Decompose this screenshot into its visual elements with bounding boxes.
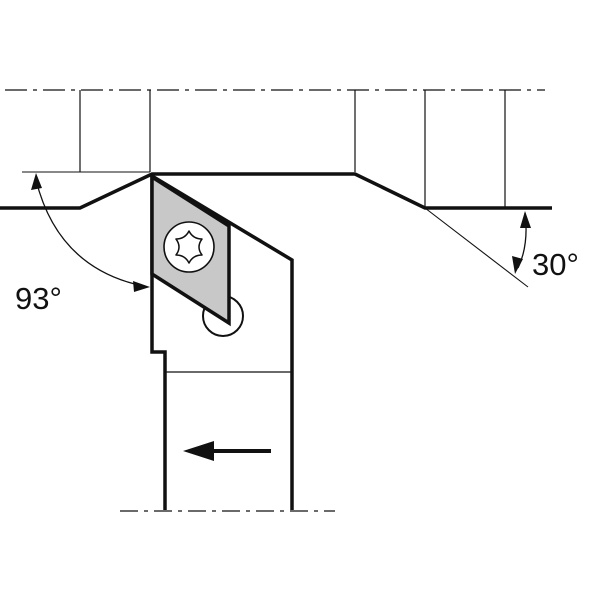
approach-angle-label: 93° [15,281,62,316]
approach-angle-arc [35,179,144,287]
end-arc-arrowhead-top [520,211,531,228]
left-arrow-icon [183,441,271,461]
approach-arc-arrowhead-top [31,173,42,190]
approach-arc-arrowhead-bottom [133,281,150,292]
end-angle-extension-line [424,207,529,288]
workpiece-profile [0,172,552,210]
vertical-reference-lines [79,90,506,208]
end-angle-label: 30° [532,247,579,282]
torx-screw-icon [163,221,215,273]
end-arc-arrowhead-bottom [512,256,523,274]
